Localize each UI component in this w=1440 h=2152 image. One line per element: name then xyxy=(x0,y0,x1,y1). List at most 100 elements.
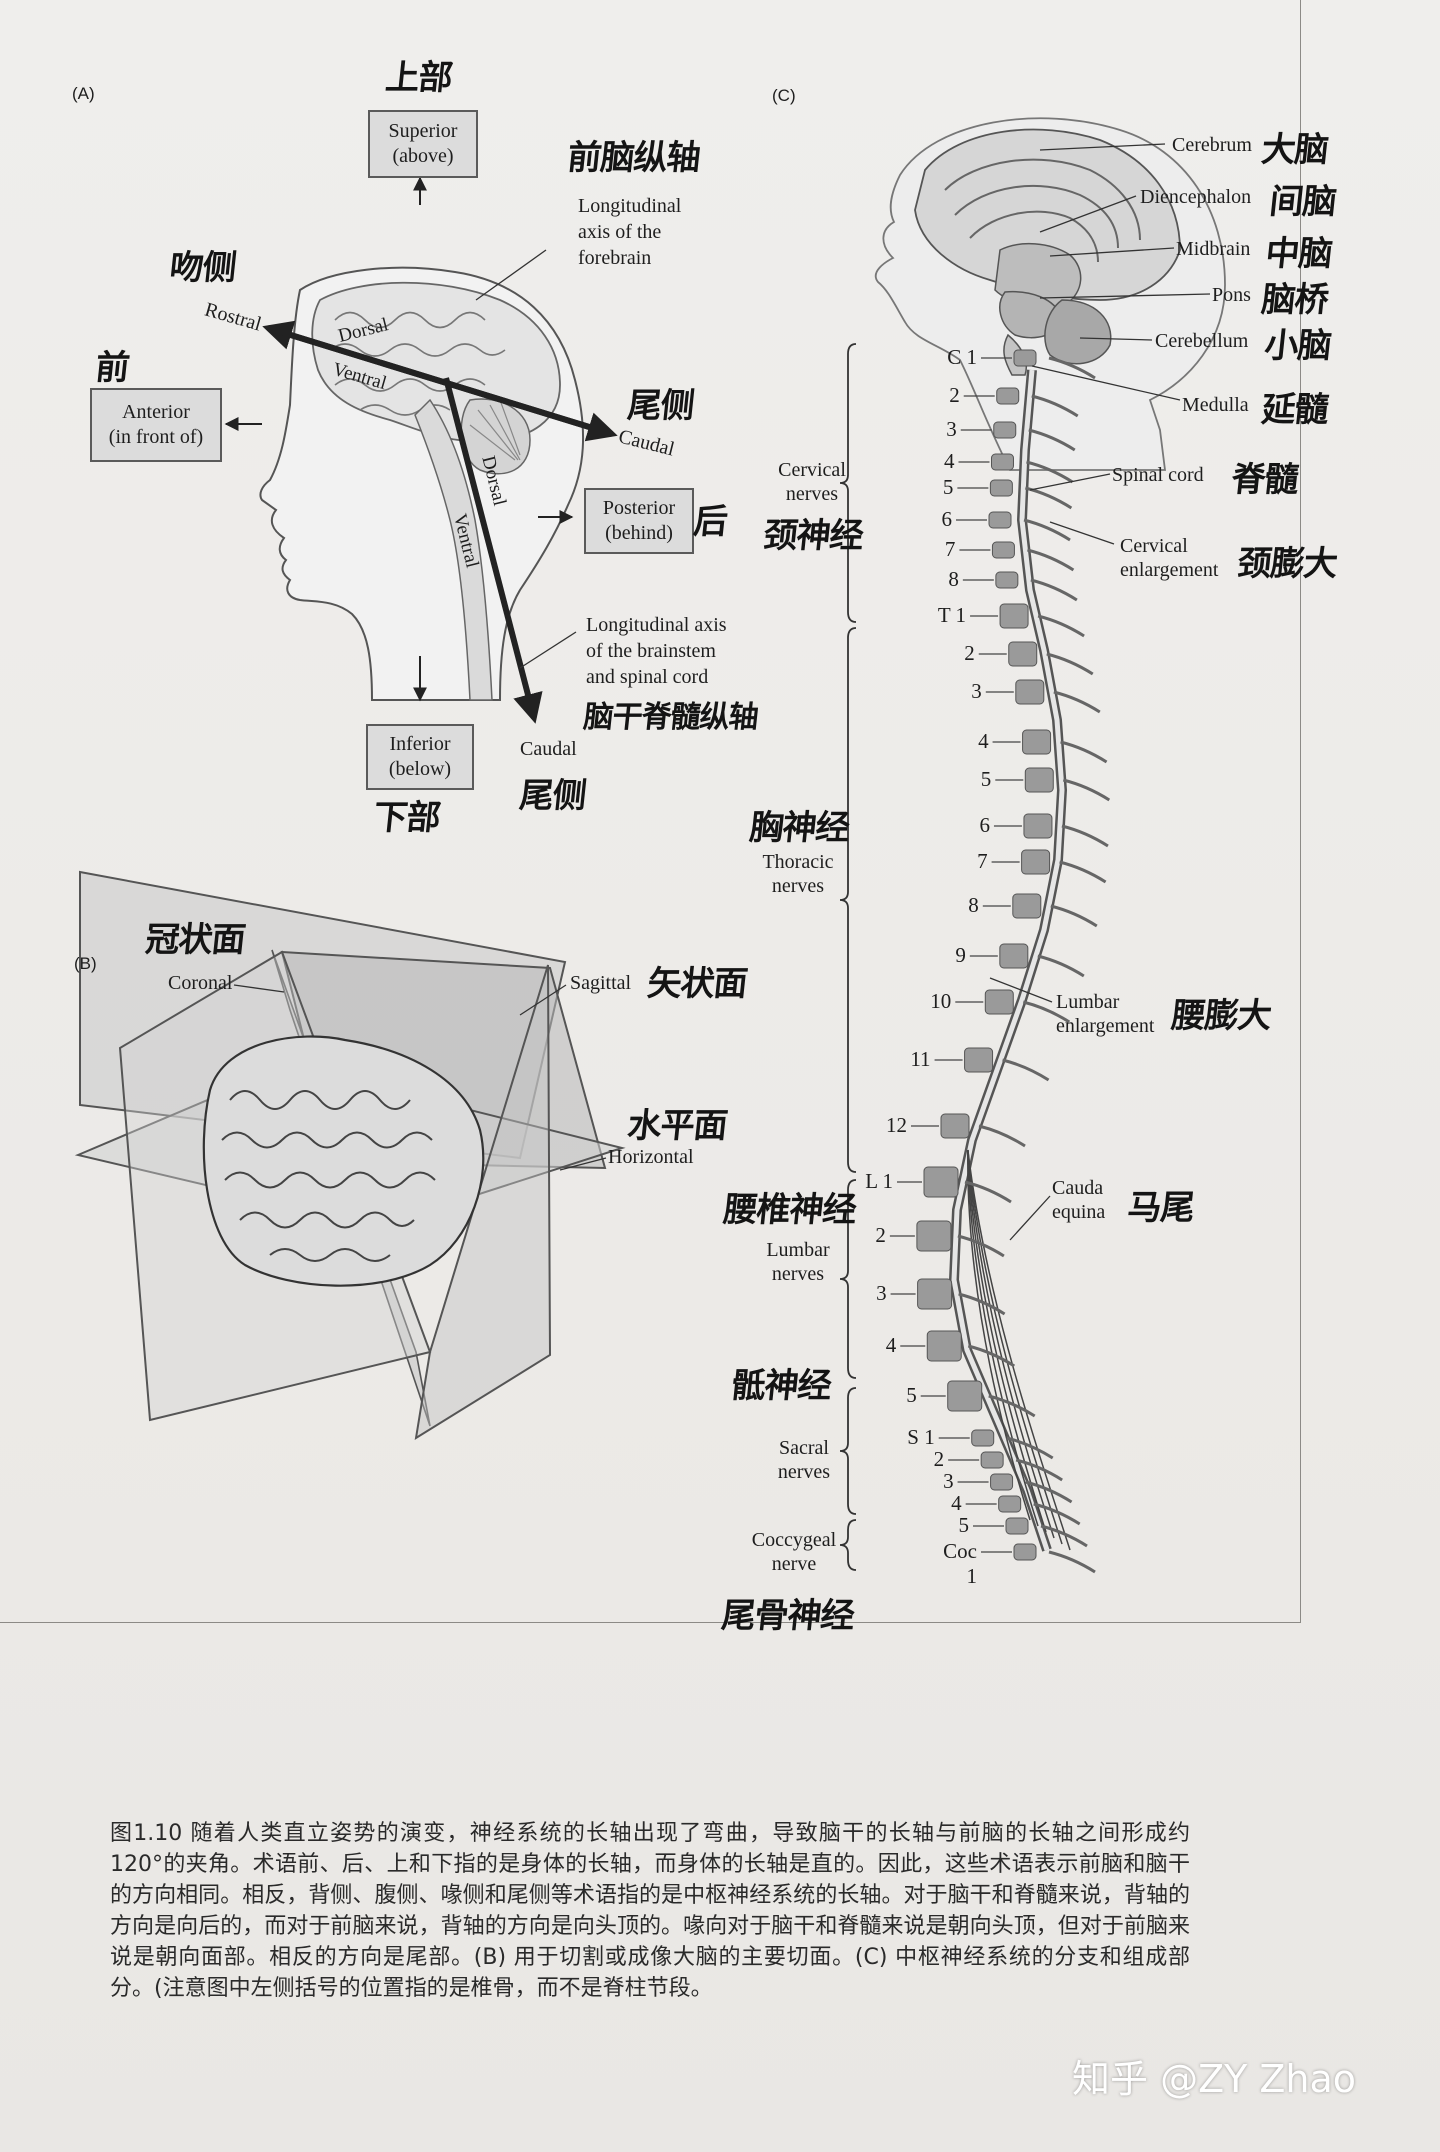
spinal-nerve-root xyxy=(1050,904,1098,928)
spinal-nerve-root xyxy=(1060,740,1108,764)
spinal-nerve-root xyxy=(1053,690,1101,714)
inferior-box: Inferior (below) xyxy=(366,724,474,790)
brainstem-axis-label: Longitudinal axis of the brainstem and s… xyxy=(586,612,727,690)
vertebra xyxy=(989,479,1013,497)
vertebra xyxy=(1023,813,1053,839)
cervical-nerves-line-1: Cervical xyxy=(778,459,846,481)
spinal-nerve-root xyxy=(1028,428,1076,452)
caudal-label-brainstem: Caudal xyxy=(520,738,577,760)
posterior-box: Posterior (behind) xyxy=(584,488,694,554)
vertebra xyxy=(993,421,1017,439)
panel-label-a: (A) xyxy=(72,84,95,103)
vertebra xyxy=(947,1380,983,1412)
brainstem-axis-arrow xyxy=(443,377,543,724)
structure-label-medulla: Medulla xyxy=(1182,394,1249,416)
segment-label: 11 xyxy=(910,1047,931,1071)
nerve-group-bracket xyxy=(839,1179,857,1379)
segment-label: 4 xyxy=(978,729,989,753)
coccygeal-nerve-label: Coccygeal nerve xyxy=(744,1528,844,1576)
nerve-group-brackets xyxy=(839,343,857,1571)
spinal-nerve-root xyxy=(1022,1000,1071,1024)
segment-label: 2 xyxy=(933,1447,945,1471)
spinal-nerve-root xyxy=(1015,1458,1063,1482)
figure-frame xyxy=(0,0,1301,1623)
segment-label: 7 xyxy=(977,849,988,873)
cauda-equina-label: Cauda equina xyxy=(1052,1176,1105,1224)
vertebra xyxy=(991,541,1015,559)
cervical-nerves-label: Cervical nerves xyxy=(770,458,854,506)
cervical-enlargement-line-2: enlargement xyxy=(1120,559,1219,581)
spinal-nerve-root xyxy=(1061,824,1109,848)
anterior-box: Anterior (in front of) xyxy=(90,388,222,462)
nerve-group-bracket xyxy=(839,627,857,1173)
segment-label: 2 xyxy=(875,1223,886,1247)
vertebra xyxy=(999,943,1029,969)
vertebra xyxy=(923,1166,959,1198)
spinal-nerve-root xyxy=(1048,356,1096,380)
spinal-nerve-root xyxy=(1030,578,1078,602)
cauda-equina-strand xyxy=(967,1149,1047,1533)
coronal-leader xyxy=(233,984,285,993)
spinal-nerve-root xyxy=(967,1344,1016,1368)
vertebra xyxy=(916,1220,952,1252)
sacral-nerves-line-2: nerves xyxy=(777,1461,831,1483)
vertebra xyxy=(1022,729,1052,755)
spinal-cord-highlight xyxy=(951,369,1065,1551)
panel-c-leaders xyxy=(989,143,1211,1241)
segment-label: L 1 xyxy=(865,1169,893,1193)
segment-label: 4 xyxy=(951,1491,962,1515)
vertebra xyxy=(988,511,1012,529)
superior-label: Superior xyxy=(388,120,458,142)
coccygeal-nerve-handwritten-label: 尾骨神经 xyxy=(719,1596,856,1636)
cervical-enlargement-line-1: Cervical xyxy=(1120,535,1188,557)
structure-handwritten-diencephalon: 间脑 xyxy=(1267,182,1338,222)
spinal-nerve-root xyxy=(988,1394,1036,1418)
sacral-nerves-line-1: Sacral xyxy=(779,1437,829,1459)
spinal-nerve-root xyxy=(1026,460,1074,484)
posterior-handwritten-label: 后 xyxy=(691,502,729,542)
section-planes-drawing xyxy=(74,870,626,1441)
spinal-nerve-root xyxy=(1037,614,1085,638)
segment-label: 5 xyxy=(980,767,992,791)
segment-label: 2 xyxy=(949,383,960,407)
lumbar-nerves-line-1: Lumbar xyxy=(766,1239,830,1261)
forebrain-axis-arrow xyxy=(262,320,618,442)
thoracic-nerves-line-2: nerves xyxy=(771,875,825,897)
cns-drawing xyxy=(874,117,1226,471)
lumbar-enlargement-line-2: enlargement xyxy=(1056,1015,1155,1037)
spinal-nerve-root xyxy=(1027,548,1075,572)
cauda-equina-strand xyxy=(967,1149,1071,1551)
brainstem-axis-line-1: Longitudinal axis xyxy=(586,614,727,636)
segment-label: C 1 xyxy=(947,345,977,369)
horizontal-label: Horizontal xyxy=(608,1146,694,1168)
segment-label: 2 xyxy=(964,641,975,665)
segment-label: S 1 xyxy=(907,1425,935,1449)
watermark: 知乎 @ZY Zhao xyxy=(1072,2057,1357,2101)
vertebra xyxy=(1013,349,1037,367)
spinal-nerve-root xyxy=(1037,954,1085,978)
anterior-label: Anterior xyxy=(122,401,190,423)
segment-label: 3 xyxy=(971,679,982,703)
vertebra xyxy=(1021,849,1051,875)
structure-label-diencephalon: Diencephalon xyxy=(1140,186,1252,208)
segment-label: 10 xyxy=(930,989,952,1013)
structure-label-cerebellum: Cerebellum xyxy=(1155,330,1249,352)
superior-handwritten-label: 上部 xyxy=(383,58,454,98)
segment-label: T 1 xyxy=(937,603,967,627)
caudal-bottom-handwritten-label: 尾侧 xyxy=(517,776,588,816)
vertebra xyxy=(1015,679,1045,705)
vertebra xyxy=(1024,767,1054,793)
posterior-sublabel: (behind) xyxy=(605,522,673,544)
inferior-label: Inferior xyxy=(389,733,451,755)
superior-box: Superior (above) xyxy=(368,110,478,178)
nerve-group-bracket xyxy=(839,1519,857,1571)
vertebra xyxy=(980,1451,1004,1469)
structure-handwritten-cerebellum: 小脑 xyxy=(1262,326,1333,366)
structure-handwritten-pons: 脑桥 xyxy=(1259,280,1330,320)
segment-label: 3 xyxy=(943,1469,954,1493)
sagittal-label: Sagittal xyxy=(570,972,632,994)
cauda-equina-strand xyxy=(967,1149,1039,1527)
vertebra xyxy=(964,1047,994,1073)
